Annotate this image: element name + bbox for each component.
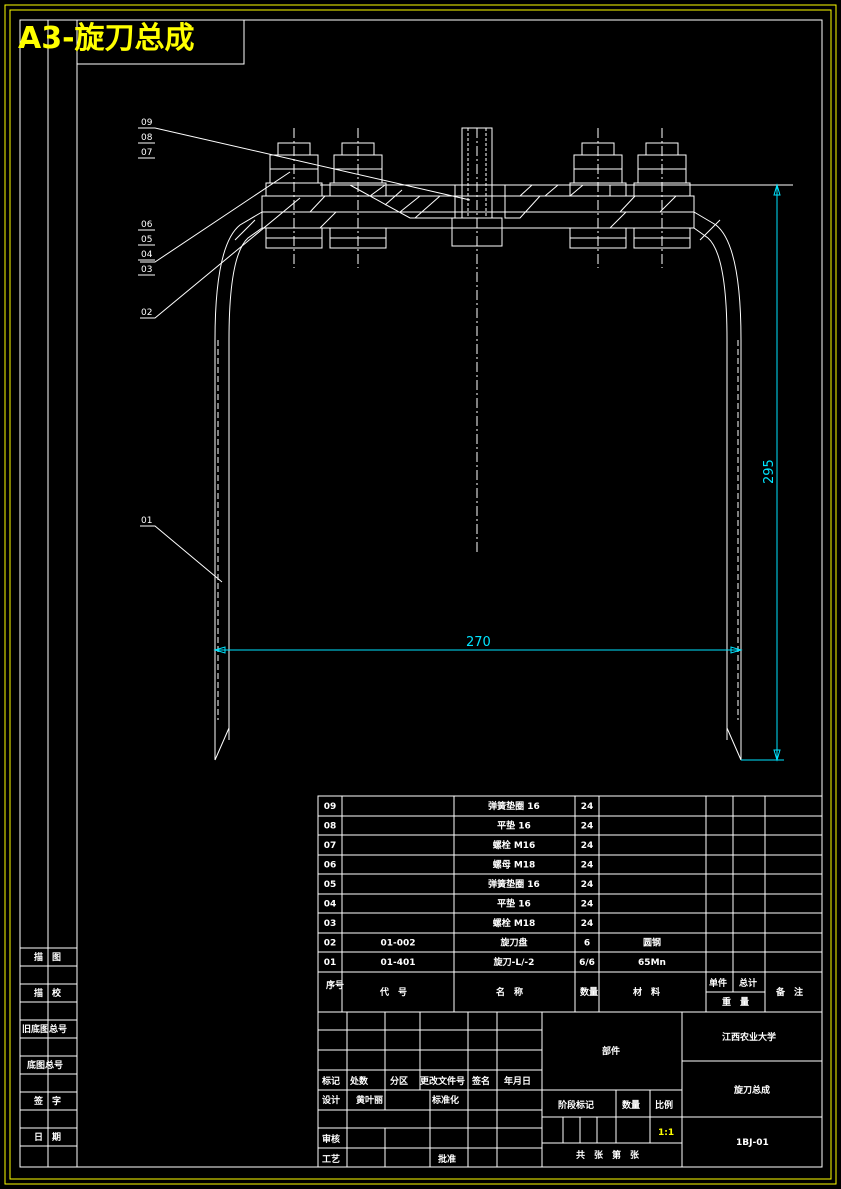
parts-cell-no: 03 [324, 919, 337, 929]
callout-label: 06 [141, 220, 153, 230]
side-label: 签 字 [33, 1095, 61, 1107]
callout-label: 07 [141, 148, 152, 158]
callout-label: 09 [141, 118, 153, 128]
side-label: 底图总号 [27, 1059, 63, 1071]
tb-zone: 分区 [390, 1075, 408, 1087]
tb-sheets: 共 张 第 张 [576, 1149, 640, 1161]
title-block: 标记 处数 分区 更改文件号 签名 年月日 设计 黄叶丽 标准化 审核 工艺 批… [317, 1011, 823, 1168]
drawing-border [19, 19, 823, 1168]
callout-label: 03 [141, 265, 152, 275]
col-header-unit: 单件 [709, 977, 727, 989]
tb-mark: 标记 [321, 1075, 340, 1087]
tb-scale: 1:1 [658, 1128, 674, 1138]
tb-ratio: 比例 [655, 1099, 673, 1111]
parts-cell-qty: 6 [584, 939, 590, 949]
parts-cell-qty: 24 [581, 880, 594, 890]
parts-cell-no: 09 [324, 802, 337, 812]
parts-cell-name: 螺母 M18 [493, 859, 536, 871]
tb-std: 标准化 [431, 1094, 459, 1106]
parts-cell-no: 07 [324, 841, 337, 851]
parts-cell-qty: 24 [581, 802, 594, 812]
parts-cell-name: 旋刀盘 [499, 937, 527, 949]
callout-label: 04 [141, 250, 153, 260]
tb-drawing-no: 1BJ-01 [736, 1138, 769, 1148]
dimension-height: 295 [762, 459, 777, 484]
dimension-width: 270 [466, 635, 491, 650]
tb-approve: 批准 [438, 1153, 456, 1165]
tb-drawing-name: 旋刀总成 [733, 1084, 770, 1096]
parts-cell-qty: 24 [581, 841, 594, 851]
parts-cell-no: 01 [324, 958, 337, 968]
tb-quantity: 数量 [622, 1099, 640, 1111]
tb-designer: 黄叶丽 [356, 1094, 383, 1106]
side-label-column: 描 图 描 校 旧底图总号 底图总号 签 字 日 期 [20, 947, 77, 1147]
parts-cell-code: 01-401 [380, 958, 415, 968]
col-header-code: 代 号 [379, 986, 407, 998]
parts-cell-name: 螺栓 M18 [493, 917, 536, 929]
tb-process: 工艺 [322, 1153, 340, 1165]
callout-label: 02 [141, 308, 152, 318]
bolt-group [265, 128, 691, 268]
parts-cell-name: 螺栓 M16 [493, 839, 536, 851]
col-header-qty: 数量 [580, 986, 598, 998]
parts-cell-no: 08 [324, 822, 337, 832]
title-box [76, 19, 245, 65]
col-header-weight: 重 量 [722, 996, 749, 1008]
parts-cell-qty: 24 [581, 900, 594, 910]
parts-cell-material: 圆钢 [643, 937, 661, 949]
side-label: 描 校 [34, 987, 62, 999]
col-header-no: 序号 [326, 979, 344, 991]
tb-university: 江西农业大学 [722, 1031, 776, 1043]
parts-cell-no: 02 [324, 939, 337, 949]
parts-cell-no: 06 [324, 861, 337, 871]
parts-cell-name: 平垫 16 [497, 898, 531, 910]
tb-part: 部件 [602, 1045, 620, 1057]
parts-cell-name: 旋刀-L/-2 [493, 956, 535, 968]
col-header-material: 材 料 [632, 986, 660, 998]
parts-cell-no: 05 [324, 880, 337, 890]
parts-cell-name: 平垫 16 [497, 820, 531, 832]
tb-sign: 签名 [471, 1075, 490, 1087]
parts-cell-material: 65Mn [638, 958, 666, 968]
parts-cell-name: 弹簧垫圈 16 [488, 800, 540, 812]
dimension-lines [213, 183, 784, 762]
parts-cell-qty: 24 [581, 861, 594, 871]
side-label: 描 图 [34, 951, 61, 963]
tb-doc: 更改文件号 [420, 1075, 465, 1087]
rotary-blade-assembly: 09 08 07 06 05 04 03 02 01 295 270 [138, 118, 793, 762]
side-label: 日 期 [34, 1131, 61, 1143]
parts-cell-code: 01-002 [380, 939, 415, 949]
parts-table: 09 弹簧垫圈 16 24 08 平垫 16 24 07 螺栓 M16 24 06 螺母 M18 24… [317, 795, 823, 1013]
parts-cell-qty: 6/6 [579, 958, 595, 968]
tb-stage: 阶段标记 [558, 1099, 594, 1111]
parts-cell-no: 04 [324, 900, 337, 910]
col-header-name: 名 称 [496, 986, 523, 998]
tb-date: 年月日 [504, 1075, 531, 1087]
parts-cell-name: 弹簧垫圈 16 [488, 878, 540, 890]
outer-frame [4, 4, 837, 1185]
tb-count: 处数 [349, 1075, 369, 1087]
parts-cell-qty: 24 [581, 822, 594, 832]
drawing-title: A3-旋刀总成 [18, 21, 195, 56]
callout-label: 01 [141, 516, 152, 526]
callout-label: 08 [141, 133, 153, 143]
side-label: 旧底图总号 [22, 1023, 67, 1035]
parts-cell-qty: 24 [581, 919, 594, 929]
tb-design: 设计 [322, 1094, 340, 1106]
col-header-total: 总计 [739, 977, 757, 989]
col-header-remark: 备 注 [775, 986, 803, 998]
tb-check: 审核 [322, 1133, 340, 1145]
inner-frame [9, 9, 832, 1180]
callout-label: 05 [141, 235, 152, 245]
